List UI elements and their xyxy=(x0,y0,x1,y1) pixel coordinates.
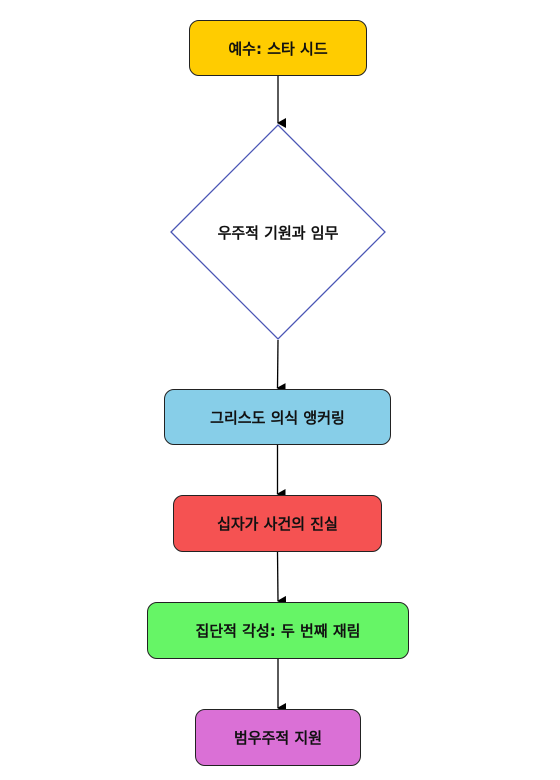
flowchart-arrow xyxy=(276,551,287,606)
flowchart-node-label: 십자가 사건의 진실 xyxy=(217,515,338,533)
flowchart-node-label: 우주적 기원과 임무 xyxy=(217,223,339,242)
flowchart-node-label: 범우주적 지원 xyxy=(233,729,323,747)
diamond-shape xyxy=(170,124,386,340)
flowchart-node-start: 예수: 스타 시드 xyxy=(189,20,367,76)
flowchart-node: 집단적 각성: 두 번째 재림 xyxy=(147,602,409,659)
flowchart-node-end: 범우주적 지원 xyxy=(195,709,361,766)
flowchart-node-label: 집단적 각성: 두 번째 재림 xyxy=(195,622,361,640)
flowchart-node-label: 그리스도 의식 앵커링 xyxy=(210,408,345,427)
flowchart-node-label: 예수: 스타 시드 xyxy=(228,39,328,58)
flowchart-node: 십자가 사건의 진실 xyxy=(173,495,382,552)
flowchart-node: 그리스도 의식 앵커링 xyxy=(164,389,391,445)
flowchart-decision-node: 우주적 기원과 임무 xyxy=(170,124,386,340)
flowchart-arrow xyxy=(276,339,286,394)
